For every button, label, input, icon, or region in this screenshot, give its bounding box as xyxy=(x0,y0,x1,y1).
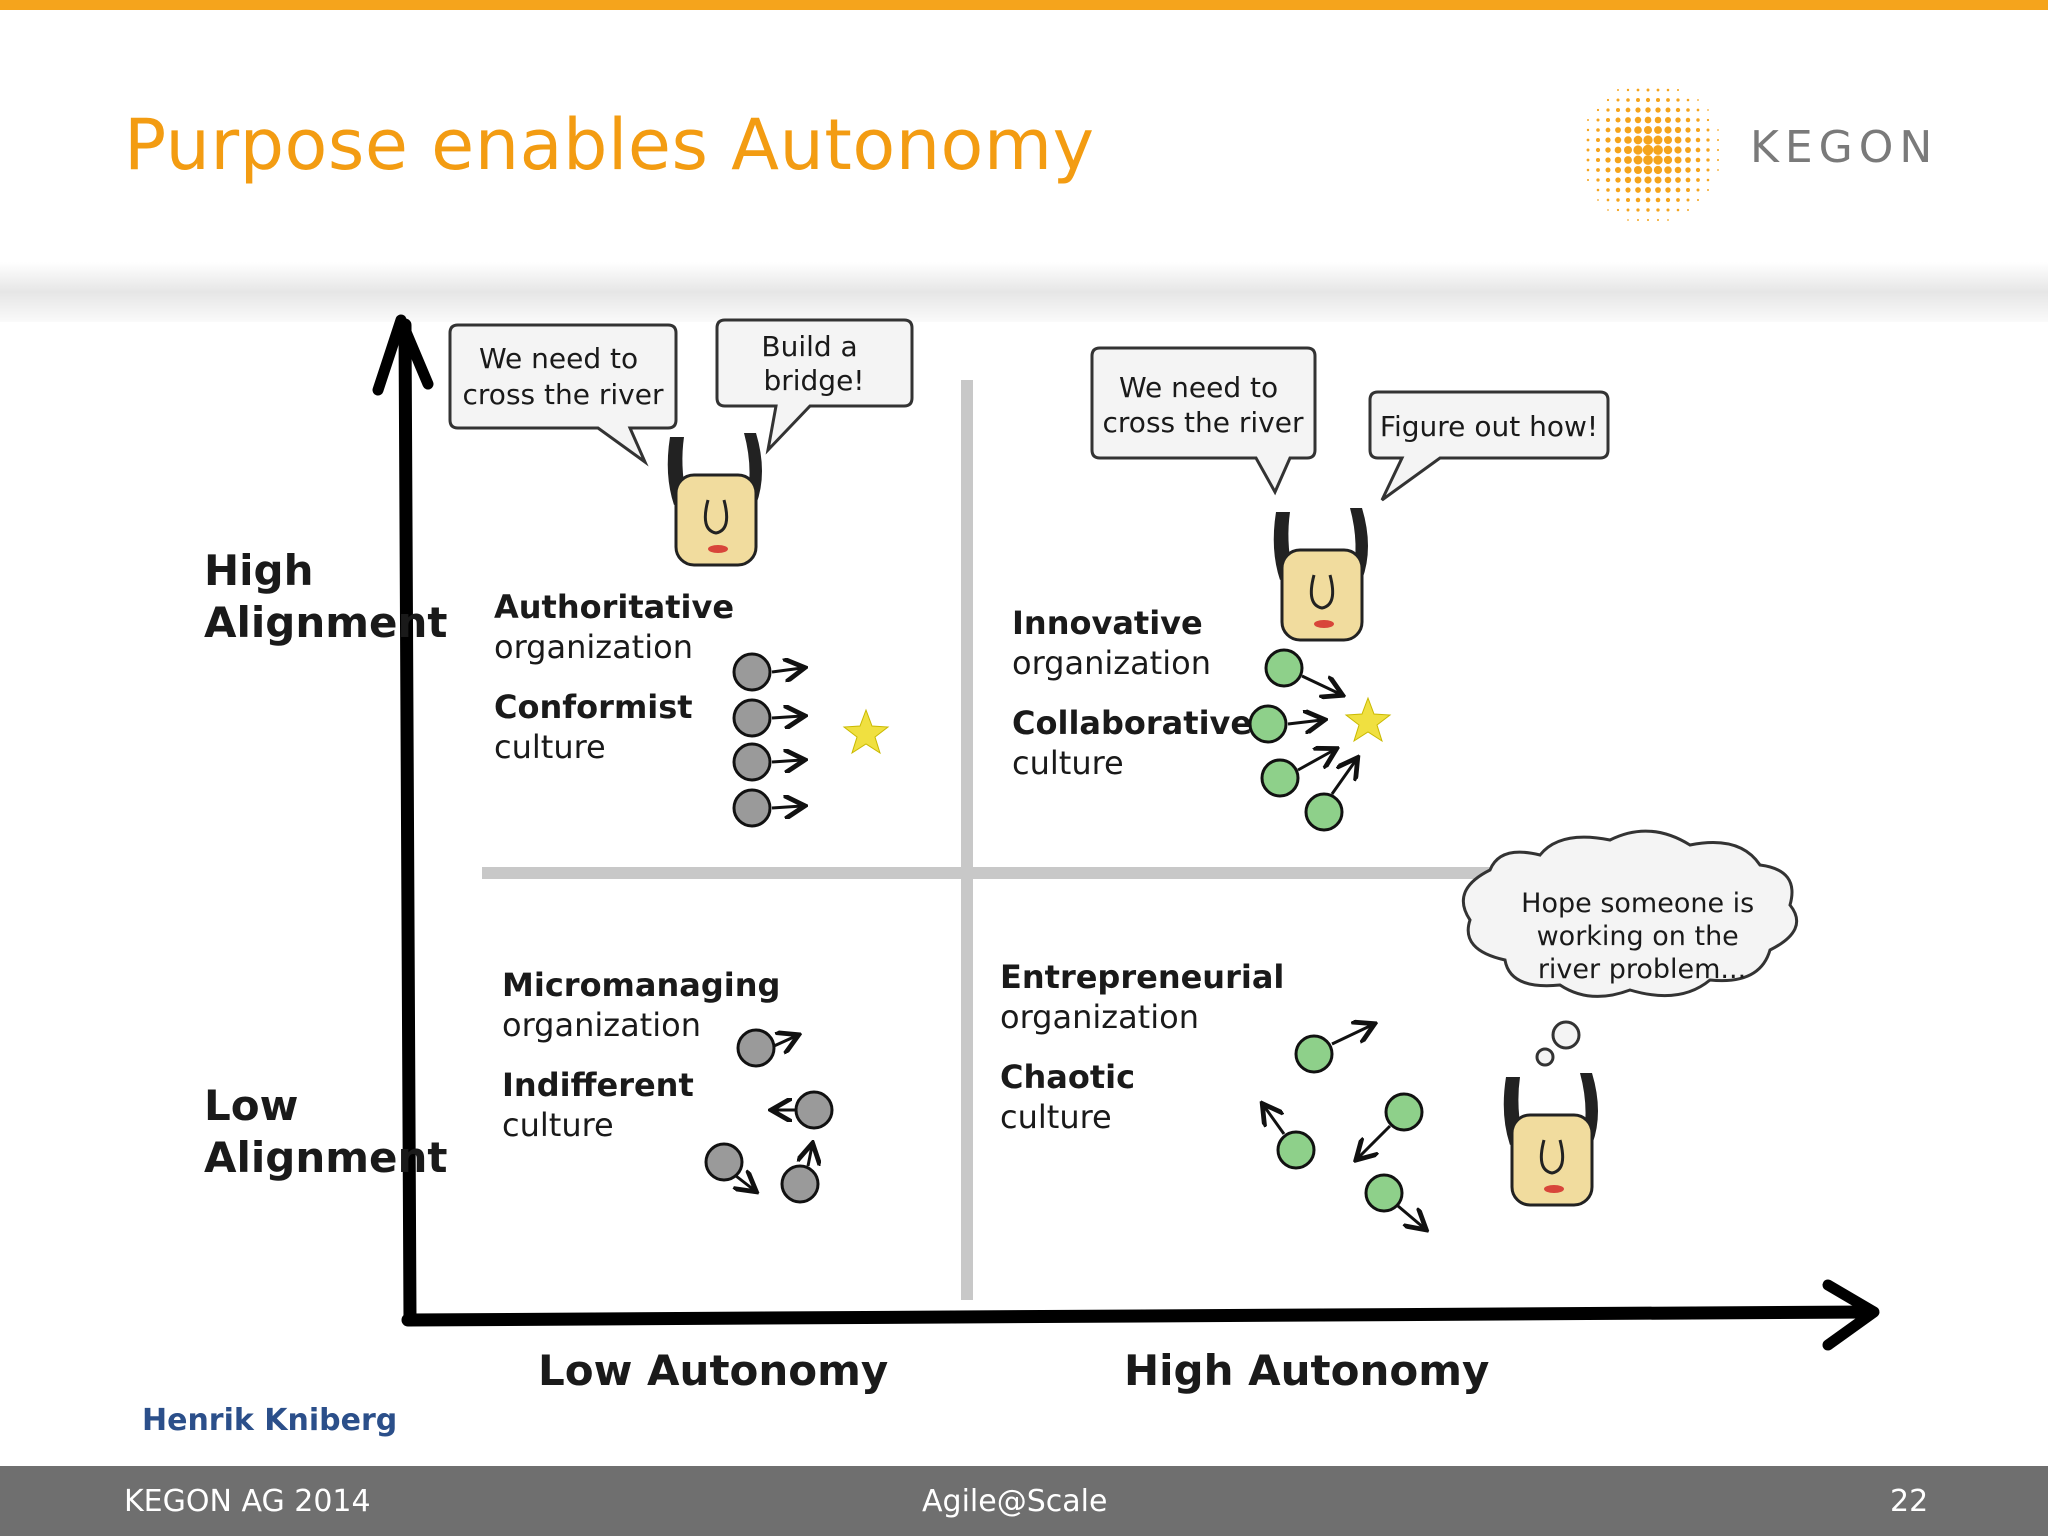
thought-cloud: Hope someone is working on the river pro… xyxy=(1461,829,1799,1067)
svg-text:Figure out how!: Figure out how! xyxy=(1380,410,1598,443)
svg-text:We need to cross the riv: We need to cross the river xyxy=(1103,371,1304,439)
author-credit: Henrik Kniberg xyxy=(142,1403,397,1438)
x-label-high: High Autonomy xyxy=(1124,1346,1489,1395)
conformist-team-icons xyxy=(732,652,802,828)
header-divider xyxy=(0,262,2048,322)
bubble-build-bridge: Build a bridge! xyxy=(715,318,914,455)
alignment-autonomy-diagram: High Alignment Low Alignment Low Autonom… xyxy=(142,314,1880,1438)
collaborative-team-icons xyxy=(1248,648,1356,832)
y-label-low: Low Alignment xyxy=(204,1081,448,1182)
footer-bar: KEGON AG 2014 Agile@Scale 22 xyxy=(0,1466,2048,1536)
bubble-figure-out-how: Figure out how! xyxy=(1368,390,1610,502)
y-label-high: High Alignment xyxy=(204,546,448,647)
top-accent-bar xyxy=(0,0,2048,10)
svg-text:We need to cross the riv: We need to cross the river xyxy=(463,342,664,411)
quadrant-top-left-organization: Authoritative organization xyxy=(494,588,745,666)
boss-character-icon xyxy=(1503,1073,1598,1207)
footer-title: Agile@Scale xyxy=(922,1484,1108,1519)
boss-character-icon xyxy=(1273,508,1368,642)
chaotic-team-icons xyxy=(1264,1025,1424,1228)
indifferent-team-icons xyxy=(704,1028,834,1204)
bubble-cross-river-left: We need to cross the river xyxy=(448,323,678,467)
bubble-cross-river-right: We need to cross the river xyxy=(1090,346,1317,496)
dotted-sphere-icon xyxy=(1586,88,1720,222)
boss-character-icon xyxy=(667,433,762,567)
quadrant-top-right-culture: Collaborative culture xyxy=(1012,704,1263,782)
quadrant-top-right-organization: Innovative organization xyxy=(1012,604,1214,682)
svg-text:Hope someone is working: Hope someone is working on the river pro… xyxy=(1521,888,1763,985)
page-number: 22 xyxy=(1890,1484,1929,1519)
quadrant-bottom-left-culture: Indifferent culture xyxy=(502,1066,705,1144)
x-axis-arrow xyxy=(401,1279,1880,1351)
quadrant-bottom-right-organization: Entrepreneurial organization xyxy=(1000,958,1296,1036)
quadrant-bottom-right-culture: Chaotic culture xyxy=(1000,1058,1146,1136)
goal-star-icon xyxy=(842,708,890,755)
footer-company: KEGON AG 2014 xyxy=(124,1484,371,1519)
x-label-low: Low Autonomy xyxy=(538,1346,888,1395)
svg-text:Build a bridge!: Build a bridge! xyxy=(761,330,866,397)
slide-title: Purpose enables Autonomy xyxy=(124,104,1095,186)
quadrant-top-left-culture: Conformist culture xyxy=(494,688,704,766)
kegon-logo: KEGON xyxy=(1570,72,1990,232)
quadrant-bottom-left-organization: Micromanaging organization xyxy=(502,966,792,1044)
goal-star-icon xyxy=(1344,696,1392,743)
y-axis-arrow xyxy=(372,314,434,1327)
logo-text: KEGON xyxy=(1750,122,1939,173)
